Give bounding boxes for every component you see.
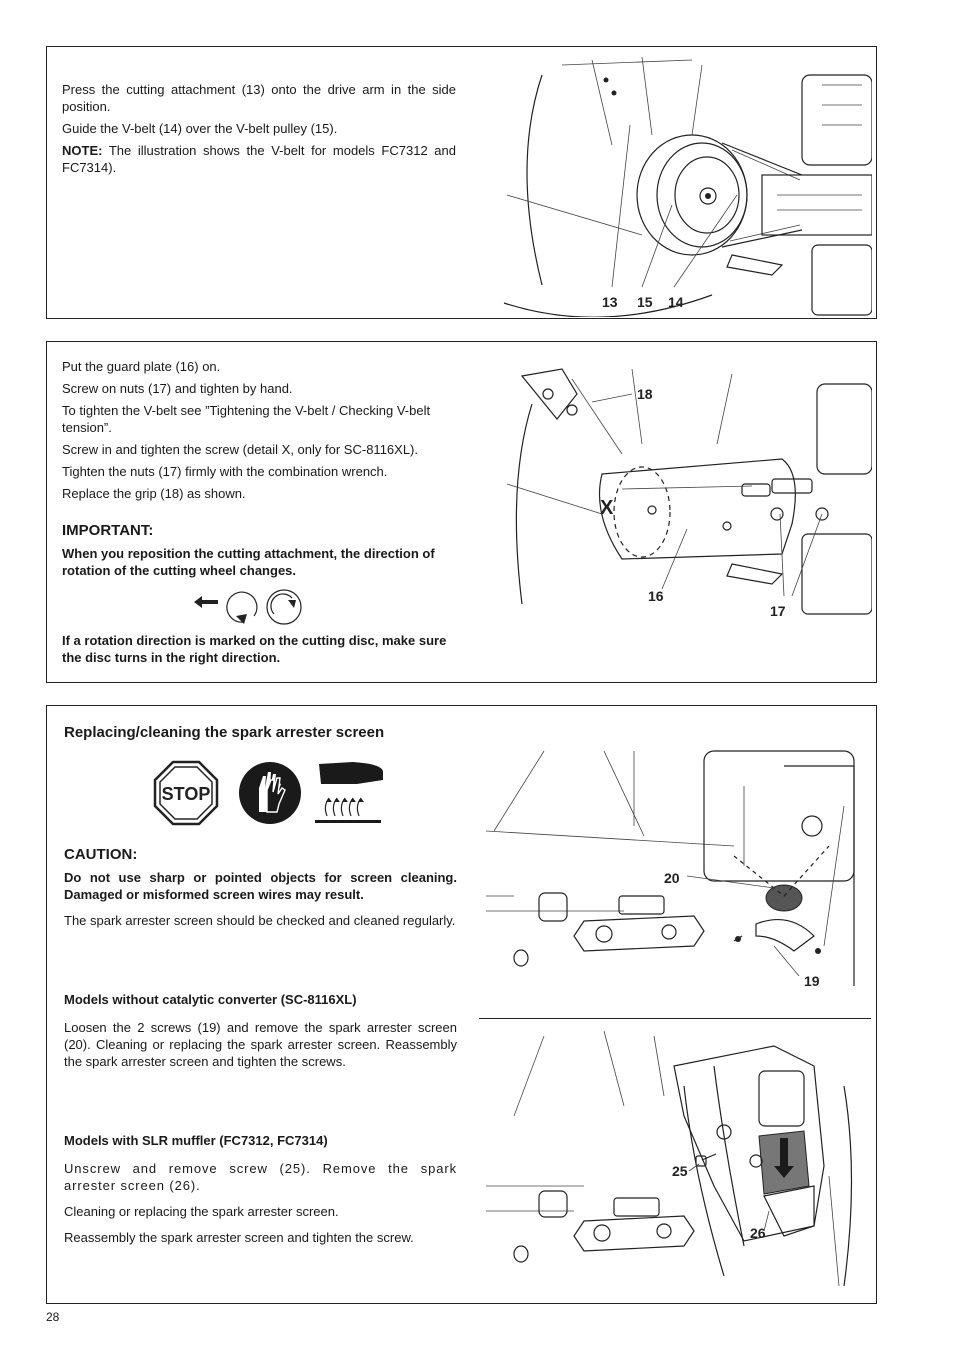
section2-text: Put the guard plate (16) on. Screw on nu… [62, 358, 456, 507]
figure-guard-plate: 18 X 16 17 [506, 368, 872, 619]
section1-text: Press the cutting attachment (13) onto t… [62, 81, 456, 181]
callout-26: 26 [750, 1225, 766, 1241]
callout-X: X [600, 497, 614, 519]
models2-text3: Reassembly the spark arrester screen and… [64, 1230, 414, 1245]
note-text: The illustration shows the V-belt for mo… [62, 143, 456, 175]
section-guard-plate: Put the guard plate (16) on. Screw on nu… [46, 341, 877, 683]
rotation-note: If a rotation direction is marked on the… [62, 632, 457, 671]
gloves-icon [239, 762, 301, 824]
step-6: Replace the grip (18) as shown. [62, 486, 246, 501]
section1-p2: Guide the V-belt (14) over the V-belt pu… [62, 121, 338, 136]
callout-14: 14 [668, 294, 684, 310]
step-2: Screw on nuts (17) and tighten by hand. [62, 381, 293, 396]
callout-18: 18 [637, 386, 653, 402]
caution-text: Do not use sharp or pointed objects for … [64, 870, 457, 902]
rotation-text: If a rotation direction is marked on the… [62, 633, 447, 665]
models2-text1: Unscrew and remove screw (25). Remove th… [64, 1161, 457, 1193]
models2-heading: Models with SLR muffler (FC7312, FC7314) [64, 1133, 328, 1148]
models1-block: Models without catalytic converter (SC-8… [64, 991, 457, 1075]
callout-15: 15 [637, 294, 653, 310]
spark-heading-wrap: Replacing/cleaning the spark arrester sc… [64, 724, 484, 741]
spark-heading: Replacing/cleaning the spark arrester sc… [64, 724, 385, 741]
figure-divider [479, 1018, 871, 1019]
caution-block: CAUTION: Do not use sharp or pointed obj… [64, 846, 457, 934]
section1-p1: Press the cutting attachment (13) onto t… [62, 82, 456, 114]
page-number: 28 [46, 1310, 60, 1324]
stop-icon: STOP [153, 760, 219, 826]
section-spark-arrester: Replacing/cleaning the spark arrester sc… [46, 705, 877, 1304]
callout-16: 16 [648, 588, 664, 604]
stop-label: STOP [162, 784, 211, 804]
step-1: Put the guard plate (16) on. [62, 359, 221, 374]
step-4: Screw in and tighten the screw (detail X… [62, 442, 418, 457]
important-block: IMPORTANT: When you reposition the cutti… [62, 522, 457, 584]
step-5: Tighten the nuts (17) firmly with the co… [62, 464, 388, 479]
caution-heading: CAUTION: [64, 846, 138, 863]
callout-19: 19 [804, 973, 820, 989]
section1-note: NOTE: The illustration shows the V-belt … [62, 142, 456, 176]
figure-vbelt-pulley: 13 15 14 [503, 56, 872, 317]
callout-17: 17 [770, 603, 786, 619]
models1-heading: Models without catalytic converter (SC-8… [64, 992, 357, 1007]
callout-25: 25 [672, 1163, 688, 1179]
step-3: To tighten the V-belt see ”Tightening th… [62, 403, 431, 435]
section-attach-cutting: Press the cutting attachment (13) onto t… [46, 46, 877, 319]
callout-13: 13 [602, 294, 618, 310]
important-text: When you reposition the cutting attachme… [62, 546, 435, 578]
note-label: NOTE: [62, 143, 103, 158]
rotation-direction-icon [194, 589, 302, 625]
models1-text: Loosen the 2 screws (19) and remove the … [64, 1020, 457, 1069]
hot-surface-icon [315, 762, 383, 823]
models2-block: Models with SLR muffler (FC7312, FC7314)… [64, 1132, 457, 1251]
caution-para: The spark arrester screen should be chec… [64, 913, 456, 928]
models2-text2: Cleaning or replacing the spark arrester… [64, 1204, 339, 1219]
important-heading: IMPORTANT: [62, 522, 154, 539]
callout-20: 20 [664, 870, 680, 886]
figure-spark-arrester-sc8116xl: 20 19 [485, 750, 855, 989]
figure-spark-arrester-slr: 25 26 [486, 1030, 853, 1287]
